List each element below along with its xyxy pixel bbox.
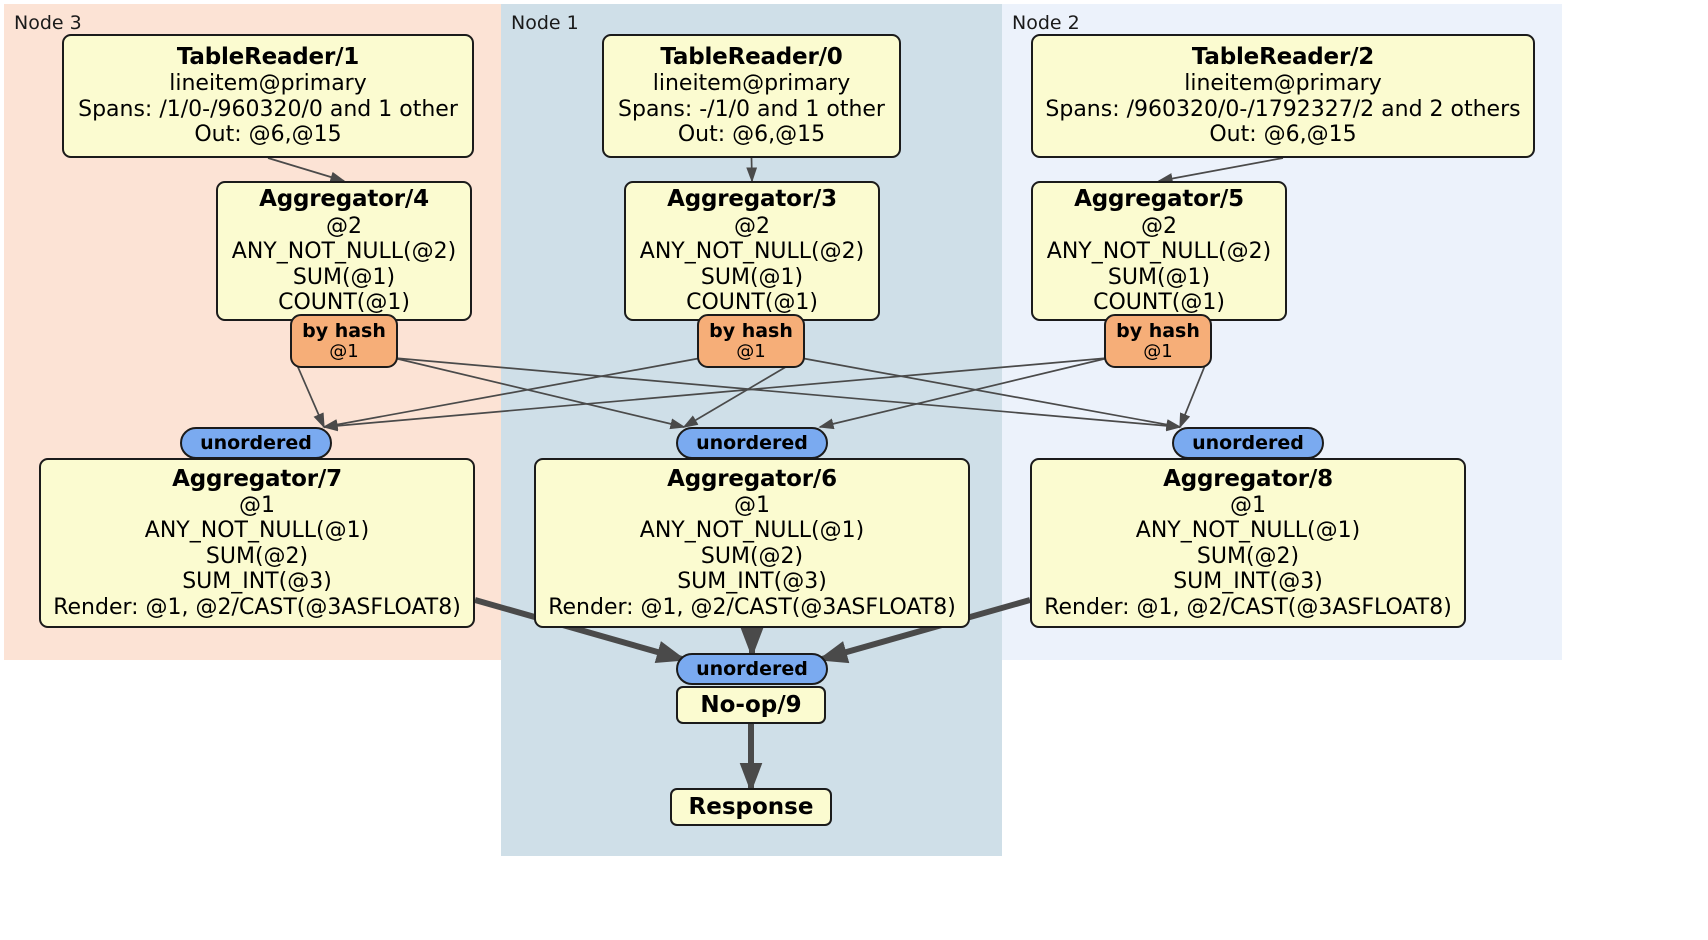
processor-detail-line: SUM(@1)	[700, 264, 804, 290]
processor-detail-line: @1	[1230, 492, 1266, 518]
unordered-synchronizer-badge-unordered-6[interactable]: unordered	[676, 427, 828, 459]
processor-detail-line: SUM(@2)	[1196, 543, 1300, 569]
processor-detail-line: Spans: /1/0-/960320/0 and 1 other	[78, 96, 458, 122]
badge-label: unordered	[696, 431, 808, 454]
badge-label: by hash	[302, 319, 386, 342]
unordered-synchronizer-badge-unordered-9[interactable]: unordered	[676, 653, 828, 685]
processor-detail-line: Out: @6,@15	[677, 122, 826, 148]
hash-router-badge-hash-5[interactable]: by hash@1	[1104, 314, 1212, 368]
processor-detail-line: SUM(@2)	[205, 543, 309, 569]
processor-detail-line: @2	[1141, 213, 1177, 239]
badge-label: unordered	[1192, 431, 1304, 454]
processor-detail-line: @2	[734, 213, 770, 239]
processor-title: Aggregator/6	[667, 465, 837, 492]
processor-detail-line: lineitem@primary	[169, 71, 367, 97]
badge-label: by hash	[1116, 319, 1200, 342]
processor-detail-line: SUM_INT(@3)	[182, 569, 332, 595]
processor-title: Aggregator/4	[259, 186, 429, 213]
hash-router-badge-hash-4[interactable]: by hash@1	[290, 314, 398, 368]
processor-detail-line: ANY_NOT_NULL(@2)	[231, 239, 457, 265]
processor-detail-line: Out: @6,@15	[194, 122, 342, 148]
processor-detail-line: @1	[239, 492, 275, 518]
processor-detail-line: COUNT(@1)	[686, 290, 818, 316]
processor-detail-line: SUM(@2)	[700, 543, 804, 569]
processor-detail-line: @1	[734, 492, 770, 518]
badge-sublabel: @1	[1143, 340, 1173, 362]
processor-detail-line: Spans: -/1/0 and 1 other	[618, 96, 885, 122]
unordered-synchronizer-badge-unordered-7[interactable]: unordered	[180, 427, 332, 459]
processor-detail-line: SUM(@1)	[292, 264, 396, 290]
processor-response[interactable]: Response	[670, 788, 832, 826]
processor-detail-line: lineitem@primary	[1184, 71, 1382, 97]
processor-detail-line: COUNT(@1)	[1093, 290, 1225, 316]
badge-sublabel: @1	[329, 340, 359, 362]
processor-detail-line: Render: @1, @2/CAST(@3ASFLOAT8)	[1044, 594, 1452, 620]
badge-label: unordered	[200, 431, 312, 454]
processor-detail-line: @2	[326, 213, 362, 239]
processor-title: Aggregator/8	[1163, 465, 1333, 492]
processor-detail-line: Spans: /960320/0-/1792327/2 and 2 others	[1045, 96, 1521, 122]
processor-detail-line: Render: @1, @2/CAST(@3ASFLOAT8)	[53, 594, 461, 620]
processor-detail-line: Render: @1, @2/CAST(@3ASFLOAT8)	[548, 594, 956, 620]
processor-detail-line: ANY_NOT_NULL(@1)	[1135, 518, 1361, 544]
node-region-label-node1: Node 1	[511, 12, 579, 34]
processor-noop9[interactable]: No-op/9	[676, 686, 826, 724]
processor-detail-line: ANY_NOT_NULL(@2)	[639, 239, 865, 265]
processor-detail-line: SUM_INT(@3)	[1173, 569, 1323, 595]
badge-sublabel: @1	[736, 340, 766, 362]
unordered-synchronizer-badge-unordered-8[interactable]: unordered	[1172, 427, 1324, 459]
badge-label: unordered	[696, 657, 808, 680]
processor-title: TableReader/2	[1191, 44, 1375, 71]
processor-detail-line: ANY_NOT_NULL(@1)	[144, 518, 370, 544]
hash-router-badge-hash-3[interactable]: by hash@1	[697, 314, 805, 368]
processor-title: Aggregator/5	[1074, 186, 1244, 213]
processor-title: TableReader/0	[660, 44, 843, 71]
node-region-label-node3: Node 3	[14, 12, 82, 34]
processor-title: Aggregator/7	[172, 465, 342, 492]
processor-detail-line: SUM_INT(@3)	[677, 569, 827, 595]
processor-title: Aggregator/3	[667, 186, 837, 213]
processor-title: TableReader/1	[176, 44, 360, 71]
processor-detail-line: Out: @6,@15	[1209, 122, 1357, 148]
processor-detail-line: ANY_NOT_NULL(@1)	[639, 518, 865, 544]
processor-detail-line: COUNT(@1)	[278, 290, 410, 316]
processor-detail-line: ANY_NOT_NULL(@2)	[1046, 239, 1272, 265]
node-region-label-node2: Node 2	[1012, 12, 1080, 34]
badge-label: by hash	[709, 319, 793, 342]
processor-detail-line: SUM(@1)	[1107, 264, 1211, 290]
processor-detail-line: lineitem@primary	[652, 71, 851, 97]
